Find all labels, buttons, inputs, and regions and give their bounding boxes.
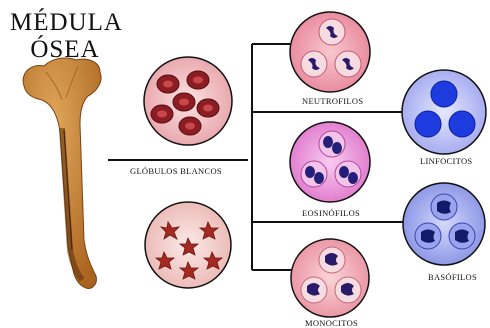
label-globulos-blancos: GLÓBULOS BLANCOS	[130, 166, 222, 176]
red-blood-cells-illustration	[144, 57, 232, 145]
neutrophils-illustration	[290, 12, 370, 92]
lymphocytes-illustration	[402, 70, 486, 154]
bone-femur-image	[23, 58, 101, 288]
monocytes-illustration	[291, 239, 369, 317]
label-monocitos: MONOCITOS	[305, 318, 358, 328]
eosinophils-illustration	[290, 122, 370, 202]
label-eosinofilos: EOSINÓFILOS	[302, 208, 360, 218]
platelets-illustration	[145, 202, 231, 288]
basophils-illustration	[403, 183, 485, 265]
label-linfocitos: LINFOCITOS	[420, 156, 472, 166]
label-neutrofilos: NEUTROFILOS	[302, 96, 363, 106]
label-basofilos: BASÓFILOS	[428, 272, 477, 282]
